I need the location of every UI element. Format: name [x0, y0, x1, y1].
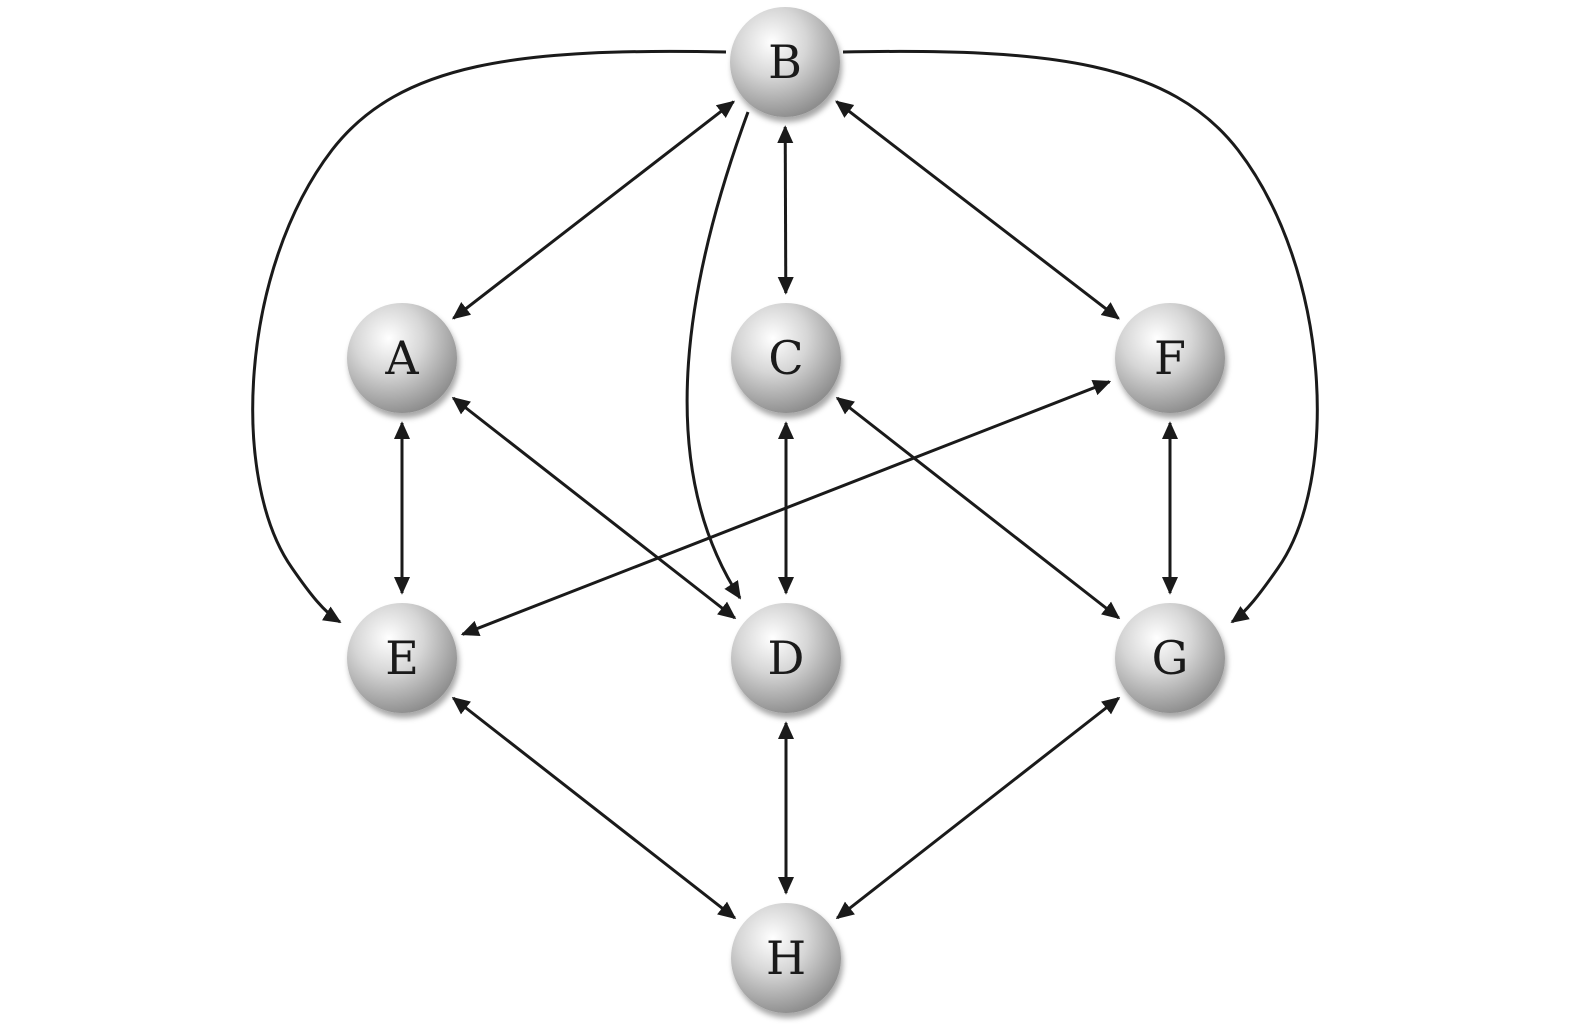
node-a: A: [347, 303, 457, 413]
node-circle-a: [347, 303, 457, 413]
node-c: C: [731, 303, 841, 413]
edge-b-g: [842, 49, 1319, 624]
node-circle-b: [730, 7, 840, 117]
node-label-d: D: [768, 631, 805, 685]
edge-b-c: [777, 125, 794, 295]
node-label-a: A: [384, 331, 419, 385]
node-label-g: G: [1152, 631, 1189, 685]
node-label-h: H: [766, 931, 806, 985]
node-label-f: F: [1154, 331, 1186, 385]
node-circle-e: [347, 603, 457, 713]
node-label-e: E: [385, 631, 419, 685]
edge-b-e: [251, 49, 727, 624]
edge-f-e: [460, 380, 1112, 636]
node-circle-c: [731, 303, 841, 413]
node-circle-d: [731, 603, 841, 713]
node-circle-f: [1115, 303, 1225, 413]
node-f: F: [1115, 303, 1225, 413]
edge-c-g: [835, 396, 1121, 620]
node-b: B: [730, 7, 840, 117]
node-circle-g: [1115, 603, 1225, 713]
node-g: G: [1115, 603, 1225, 713]
node-label-c: C: [768, 331, 803, 385]
edge-b-a: [451, 100, 736, 320]
node-h: H: [731, 903, 841, 1013]
edge-e-h: [451, 696, 737, 920]
nodes: B A C F E D G H: [347, 7, 1225, 1013]
edge-a-d: [451, 396, 737, 620]
edge-b-f: [835, 100, 1120, 320]
node-label-b: B: [768, 35, 802, 89]
edge-g-h: [835, 696, 1121, 920]
node-e: E: [347, 603, 457, 713]
edges: [251, 49, 1319, 920]
node-circle-h: [731, 903, 841, 1013]
node-d: D: [731, 603, 841, 713]
